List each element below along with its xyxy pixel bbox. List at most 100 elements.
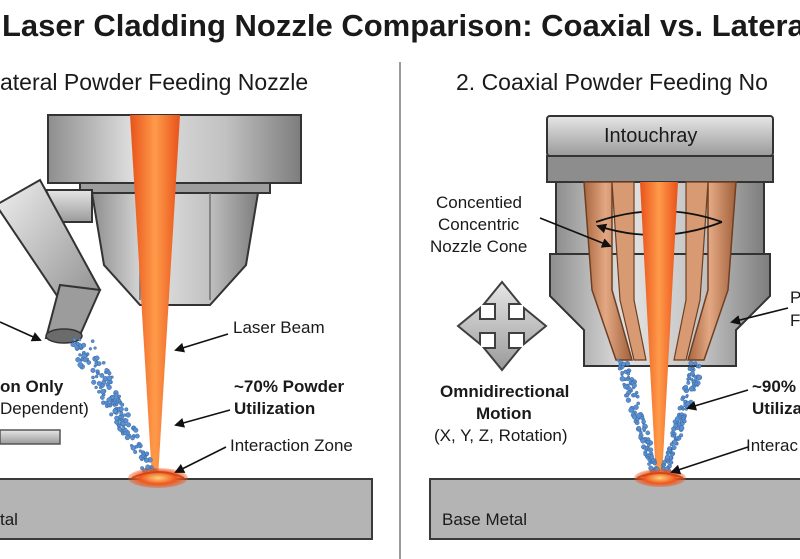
powder-particle [94, 355, 100, 361]
powder-particle [643, 452, 648, 457]
coaxial-panel-heading: 2. Coaxial Powder Feeding No [456, 69, 768, 95]
lateral-nozzle-panel: ateral Powder Feeding Nozzle tal [0, 69, 373, 540]
motion-label-line2: Motion [476, 404, 532, 423]
powder-particle [106, 397, 112, 403]
powder-particle [134, 433, 140, 439]
powder-particle [647, 462, 651, 466]
powder-particle [74, 344, 79, 350]
powder-particle [689, 377, 694, 381]
powder-particle [642, 426, 647, 431]
powder-particle [619, 376, 626, 382]
powder-particle [130, 435, 135, 441]
powder-particle [616, 358, 620, 362]
powder-particle [622, 382, 626, 386]
powder-particle [123, 431, 128, 436]
right-melt-pool [634, 469, 686, 487]
cone-label-line2: Concentric [438, 215, 520, 234]
powder-particle [123, 418, 129, 424]
powder-particle [124, 434, 131, 441]
powder-particle [684, 407, 689, 411]
powder-particle [688, 360, 694, 366]
powder-particle [101, 379, 107, 385]
powder-particle [122, 426, 126, 430]
powder-particle [91, 375, 95, 380]
page-title: Laser Cladding Nozzle Comparison: Coaxia… [2, 8, 800, 43]
powder-particle [674, 416, 681, 422]
powder-particle [133, 427, 139, 433]
powder-particle [77, 361, 84, 368]
lateral-utilization-line1: ~70% Powder [234, 377, 344, 396]
powder-particle [125, 422, 131, 428]
powder-particle [95, 369, 100, 373]
powder-particle [143, 457, 149, 463]
powder-particle [652, 461, 657, 466]
powder-particle [117, 426, 123, 432]
powder-particle [82, 357, 88, 363]
powder-particle [643, 446, 647, 450]
powder-particle [673, 423, 678, 429]
direction-indicator-bar [0, 429, 61, 445]
powder-particle [626, 375, 631, 379]
powder-particle [78, 338, 82, 342]
powder-particle [106, 403, 111, 407]
powder-particle [692, 388, 696, 392]
powder-particle [625, 397, 632, 403]
motion-label-line3: (X, Y, Z, Rotation) [434, 426, 568, 445]
powder-particle [640, 438, 646, 444]
motion-label-line1: Omnidirectional [440, 382, 569, 401]
powder-particle [666, 460, 670, 464]
powder-particle [635, 394, 640, 399]
powder-particle [106, 375, 113, 382]
powder-particle [101, 400, 106, 405]
powder-label-line1: P [790, 288, 800, 307]
powder-particle [117, 394, 122, 399]
powder-particle [628, 380, 632, 384]
powder-particle [75, 341, 80, 346]
powder-particle [90, 367, 96, 373]
powder-particle [90, 339, 95, 344]
right-base-metal [429, 478, 800, 540]
powder-particle [648, 447, 654, 453]
powder-particle [133, 450, 138, 455]
brand-label: Intouchray [604, 125, 697, 147]
powder-particle [141, 454, 145, 458]
powder-particle [646, 437, 651, 442]
powder-particle [137, 444, 141, 448]
right-laser-beam [640, 182, 678, 478]
powder-particle [679, 425, 685, 431]
powder-particle [96, 380, 102, 386]
powder-particle [641, 419, 646, 425]
left-interaction-zone-label: Interaction Zone [230, 436, 353, 455]
powder-particle [110, 401, 115, 405]
lateral-utilization-line2: Utilization [234, 399, 315, 418]
powder-particle [681, 407, 685, 411]
powder-particle [100, 395, 105, 400]
cone-label-line1: Concentied [436, 193, 522, 212]
left-base-metal-label: tal [0, 510, 18, 529]
powder-particle [679, 433, 684, 438]
powder-particle [98, 385, 103, 390]
laser-beam-label: Laser Beam [233, 318, 325, 337]
powder-particle [72, 337, 77, 342]
powder-particle [685, 401, 691, 407]
powder-particle [633, 404, 639, 410]
powder-particle [113, 398, 117, 402]
powder-particle [696, 374, 703, 381]
powder-particle [81, 342, 87, 348]
direction-label-line2: Dependent) [0, 399, 89, 418]
powder-particle [629, 377, 634, 382]
powder-particle [106, 384, 112, 390]
powder-particle [632, 414, 638, 420]
powder-particle [88, 347, 92, 351]
left-powder-stream [70, 337, 158, 476]
powder-particle [690, 370, 695, 376]
powder-particle [118, 406, 124, 412]
powder-particle [119, 411, 124, 416]
powder-particle [118, 414, 123, 419]
powder-particle [671, 445, 677, 450]
powder-particle [130, 445, 137, 451]
powder-particle [138, 449, 142, 453]
powder-particle [647, 458, 652, 462]
powder-particle [112, 403, 117, 407]
powder-particle [664, 454, 671, 460]
